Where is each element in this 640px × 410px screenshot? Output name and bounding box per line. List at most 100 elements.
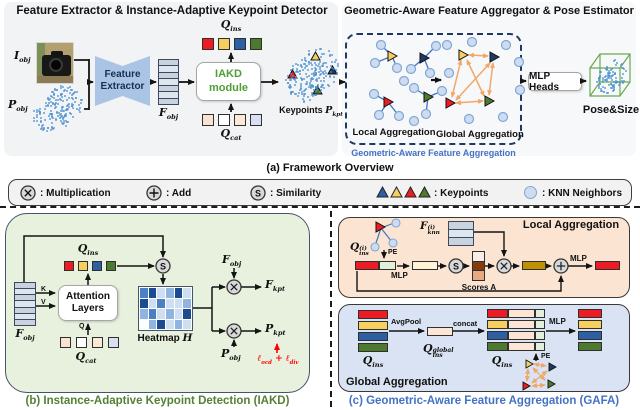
point-cloud-dot xyxy=(605,68,608,71)
point-cloud-dot xyxy=(603,78,606,81)
point-cloud-dot xyxy=(308,82,311,85)
point-cloud-dot xyxy=(322,76,325,79)
point-cloud-dot xyxy=(336,71,338,74)
point-cloud-dot xyxy=(51,114,53,117)
point-cloud-dot xyxy=(622,80,625,83)
concat-bar-green xyxy=(535,342,545,351)
point-cloud-dot xyxy=(79,98,82,101)
point-cloud-dot xyxy=(66,120,69,123)
point-cloud-dot xyxy=(315,77,318,80)
point-cloud-dot xyxy=(323,69,326,72)
point-cloud-dot xyxy=(39,121,42,124)
point-cloud-dot xyxy=(320,86,323,89)
qcat-swatch xyxy=(60,337,71,348)
point-cloud-dot xyxy=(33,117,35,120)
point-cloud-dot xyxy=(334,68,337,71)
point-cloud-dot xyxy=(598,84,600,87)
point-cloud-dot xyxy=(329,54,332,57)
point-cloud-dot xyxy=(54,99,57,102)
fobj-top-label: Fobj xyxy=(222,253,242,269)
point-cloud-dot xyxy=(294,62,297,65)
point-cloud-dot xyxy=(50,129,53,132)
point-cloud-dot xyxy=(334,60,337,63)
point-cloud-dot xyxy=(305,60,308,62)
point-cloud-dot xyxy=(52,126,55,129)
point-cloud-dot xyxy=(80,101,83,104)
point-cloud-dot xyxy=(49,109,52,112)
heatmap-cell xyxy=(157,319,165,329)
point-cloud-dot xyxy=(51,101,54,104)
point-cloud-dot xyxy=(620,76,623,79)
keypoints-label: Keypoints Pkpt xyxy=(279,105,343,118)
point-cloud-dot xyxy=(621,66,623,69)
mlp-label-local-1: MLP xyxy=(391,271,408,280)
point-cloud-dot xyxy=(303,58,306,61)
point-cloud-dot xyxy=(51,113,54,116)
point-cloud-dot xyxy=(617,81,620,84)
point-cloud-dot xyxy=(605,78,607,81)
query-label: Q xyxy=(79,323,85,330)
point-cloud-dot xyxy=(67,120,70,123)
heatmap-cell xyxy=(174,309,183,319)
heatmap-cell xyxy=(165,298,174,308)
point-cloud-dot xyxy=(602,91,605,94)
point-cloud-dot xyxy=(301,92,304,95)
concat-bar-peach xyxy=(508,342,535,351)
point-cloud-dot xyxy=(61,95,64,98)
point-cloud-dot xyxy=(62,110,65,112)
point-cloud-dot xyxy=(295,67,298,70)
concat-label: concat xyxy=(453,319,478,328)
point-cloud-dot xyxy=(597,77,600,79)
point-cloud-dot xyxy=(294,75,297,78)
heatmap-cell xyxy=(174,288,183,298)
point-cloud-dot xyxy=(625,70,628,73)
point-cloud-dot xyxy=(298,91,300,94)
point-cloud-dot xyxy=(314,73,317,76)
point-cloud-dot xyxy=(606,76,609,78)
point-cloud-dot xyxy=(68,92,71,95)
point-cloud-dot xyxy=(333,75,336,78)
point-cloud-dot xyxy=(322,70,324,73)
point-cloud-dot xyxy=(599,70,602,73)
point-cloud-dot xyxy=(609,68,612,71)
point-cloud-dot xyxy=(78,109,81,112)
point-cloud-dot xyxy=(314,63,317,66)
point-cloud-dot xyxy=(299,77,302,80)
heatmap-cell xyxy=(148,298,157,308)
point-cloud-dot xyxy=(298,70,301,72)
point-cloud-dot xyxy=(79,110,82,113)
qins-swatch xyxy=(202,38,214,50)
point-cloud-dot xyxy=(319,56,322,59)
point-cloud-dot xyxy=(70,94,73,97)
point-cloud-dot xyxy=(317,62,320,65)
concat-bar-green xyxy=(535,320,545,329)
point-cloud-dot xyxy=(330,60,333,63)
local-output-bar xyxy=(595,261,620,270)
point-cloud-dot xyxy=(315,58,318,61)
point-cloud-dot xyxy=(59,87,62,90)
qins-bar xyxy=(358,332,388,341)
point-cloud-dot xyxy=(307,54,310,57)
point-cloud-dot xyxy=(53,103,56,106)
point-cloud-dot xyxy=(286,74,289,77)
point-cloud-dot xyxy=(308,86,311,89)
point-cloud-dot xyxy=(605,75,608,78)
point-cloud-dot xyxy=(300,87,302,90)
key-label: K xyxy=(41,286,47,293)
point-cloud-dot xyxy=(320,65,323,68)
point-cloud-dot xyxy=(307,68,309,71)
point-cloud-dot xyxy=(613,71,616,74)
point-cloud-dot xyxy=(38,112,41,115)
caption-a: (a) Framework Overview xyxy=(266,162,394,174)
point-cloud-dot xyxy=(317,70,320,73)
vertical-dashed-divider xyxy=(330,211,332,407)
point-cloud-dot xyxy=(597,87,600,90)
global-aggregation-label: Global Aggregation xyxy=(436,129,524,140)
point-cloud-dot xyxy=(305,82,308,85)
point-cloud-dot xyxy=(290,78,293,81)
point-cloud-dot xyxy=(57,111,60,114)
point-cloud-dot xyxy=(611,71,614,74)
heatmap-cell xyxy=(183,309,191,319)
point-cloud-dot xyxy=(48,113,51,116)
